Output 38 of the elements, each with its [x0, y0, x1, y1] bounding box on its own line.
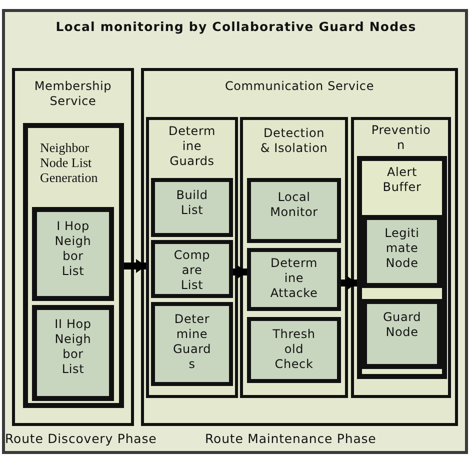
section-heading: Detection & Isolation — [260, 126, 328, 156]
section-heading: Communication Service — [224, 79, 374, 94]
step-text: Build List — [175, 188, 209, 218]
step-text: Local Monitor — [269, 190, 319, 220]
step-text: II Hop Neigh bor List — [54, 317, 92, 377]
module-panel — [357, 156, 447, 379]
step-block — [247, 317, 341, 383]
step-block — [247, 248, 341, 311]
step-text: Deter mine Guard s — [172, 312, 212, 372]
phase-label: Route Discovery Phase — [5, 431, 157, 446]
step-text: Comp are List — [172, 248, 212, 293]
step-text: Thresh old Check — [272, 327, 316, 372]
section-heading: Membership Service — [33, 79, 113, 109]
phase-label: Route Maintenance Phase — [205, 431, 376, 446]
step-text: Guard Node — [382, 310, 422, 340]
step-block — [151, 302, 233, 386]
step-block — [32, 305, 114, 401]
module-panel — [146, 117, 238, 398]
step-text: Determ ine Attacke — [269, 256, 319, 301]
arrow — [341, 276, 357, 290]
diagram-title: Local monitoring by Collaborative Guard Nodes — [56, 19, 416, 34]
step-block — [32, 207, 114, 301]
section-heading: Determ ine Guards — [168, 124, 216, 169]
module-panel — [351, 117, 451, 398]
section-heading: Preventio n — [370, 123, 432, 153]
section-heading: Neighbor Node List Generation — [40, 140, 99, 185]
step-block — [151, 178, 233, 237]
step-block — [151, 240, 233, 298]
step-text: I Hop Neigh bor List — [54, 219, 92, 279]
arrow — [233, 265, 247, 279]
module-panel — [23, 123, 124, 408]
service-panel — [12, 68, 134, 426]
module-panel — [240, 117, 348, 398]
service-panel — [141, 68, 458, 426]
step-block — [247, 178, 341, 243]
arrow — [124, 259, 146, 273]
section-heading: Alert Buffer — [382, 165, 422, 195]
step-text: Legiti mate Node — [384, 226, 420, 271]
